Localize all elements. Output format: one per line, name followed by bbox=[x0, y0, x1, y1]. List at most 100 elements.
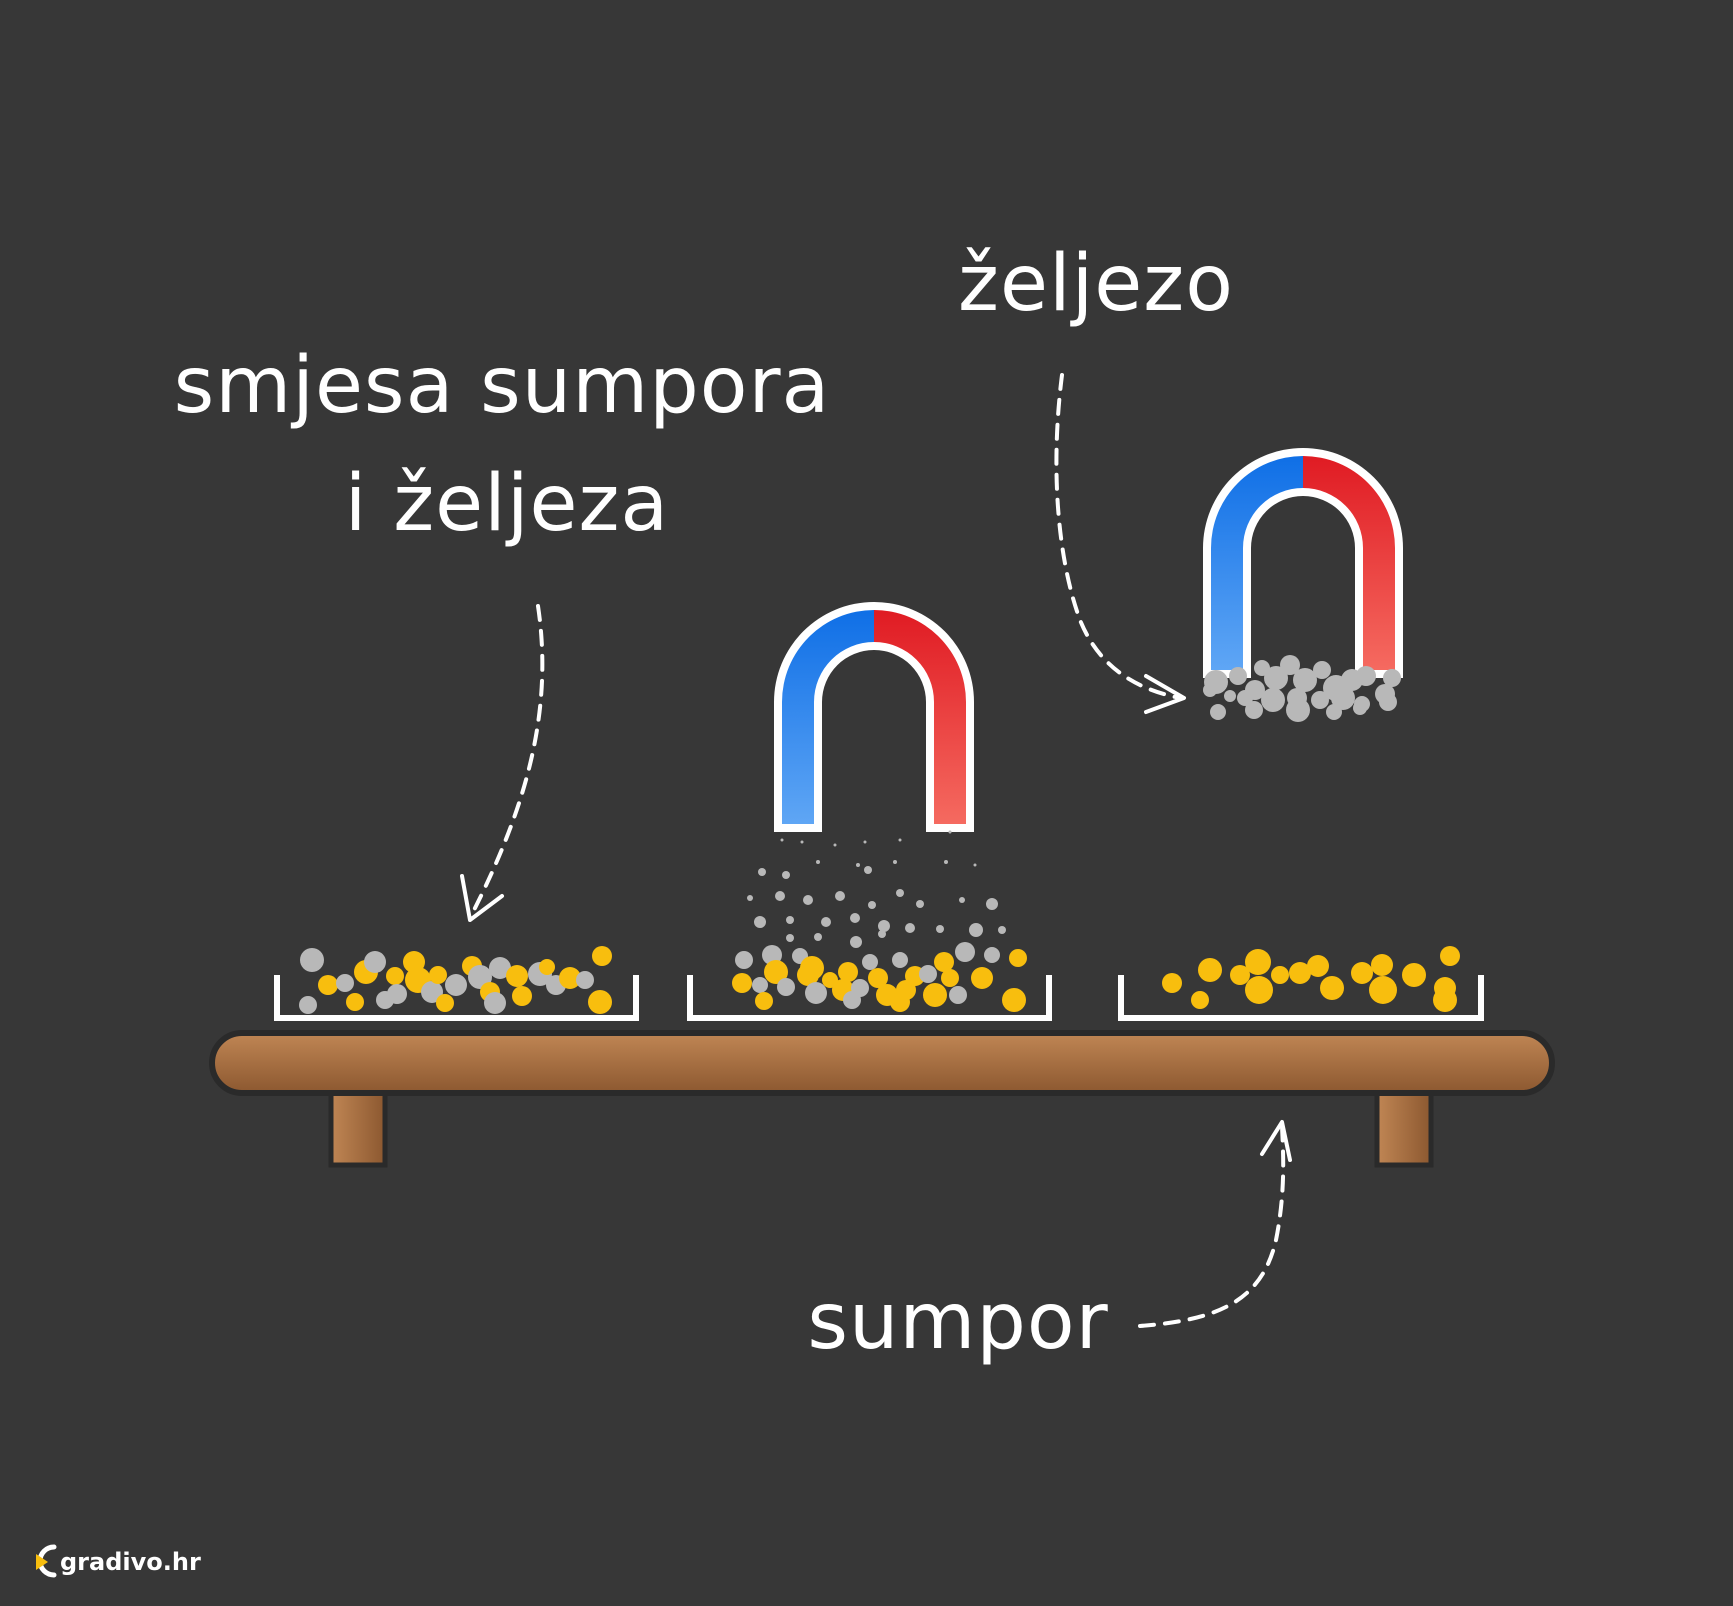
iron-particle bbox=[364, 951, 386, 973]
label-iron: željezo bbox=[958, 239, 1234, 329]
tray-sulfur bbox=[1118, 975, 1484, 1021]
sulfur-particle bbox=[1245, 949, 1271, 975]
iron-filing bbox=[948, 830, 952, 834]
iron-filing bbox=[969, 923, 983, 937]
gradivo-logo: gradivo.hr bbox=[36, 1544, 201, 1578]
sulfur-particle bbox=[588, 990, 612, 1014]
iron-particle bbox=[919, 965, 937, 983]
sulfur-particle bbox=[1009, 949, 1027, 967]
sulfur-particle bbox=[1320, 976, 1344, 1000]
sulfur-particle bbox=[436, 994, 454, 1012]
iron-filing bbox=[1379, 693, 1397, 711]
arrow-to-mixture bbox=[460, 604, 545, 922]
iron-filing bbox=[1203, 683, 1217, 697]
sulfur-particle bbox=[1433, 988, 1457, 1012]
sulfur-particle bbox=[559, 967, 581, 989]
iron-filing bbox=[835, 891, 845, 901]
iron-particle bbox=[735, 951, 753, 969]
arrow-to-sulfur bbox=[1138, 1120, 1292, 1328]
iron-filing bbox=[856, 863, 860, 867]
sulfur-particle bbox=[1271, 966, 1289, 984]
logo-text: gradivo.hr bbox=[60, 1548, 201, 1576]
iron-filing bbox=[803, 895, 813, 905]
iron-filing bbox=[850, 913, 860, 923]
sulfur-particle bbox=[1371, 954, 1393, 976]
sulfur-particle bbox=[755, 992, 773, 1010]
iron-particle bbox=[576, 971, 594, 989]
sulfur-particle bbox=[1002, 988, 1026, 1012]
iron-particle bbox=[949, 986, 967, 1004]
iron-filing bbox=[758, 868, 766, 876]
sulfur-particle bbox=[1198, 958, 1222, 982]
iron-particle bbox=[843, 991, 861, 1009]
iron-filing bbox=[833, 843, 837, 847]
sulfur-particle bbox=[539, 959, 555, 975]
sulfur-particle bbox=[506, 965, 528, 987]
tray-separation bbox=[687, 975, 1052, 1021]
iron-particle bbox=[752, 977, 768, 993]
iron-filing bbox=[816, 860, 820, 864]
iron-filing bbox=[747, 895, 753, 901]
sulfur-particle bbox=[1289, 962, 1311, 984]
iron-filing bbox=[936, 925, 944, 933]
iron-filing bbox=[898, 838, 902, 842]
tray-mixture bbox=[274, 975, 639, 1021]
sulfur-particle bbox=[890, 992, 910, 1012]
iron-filing bbox=[1356, 666, 1376, 686]
sulfur-particle bbox=[868, 968, 888, 988]
iron-filing bbox=[986, 898, 998, 910]
iron-filing bbox=[1311, 691, 1329, 709]
label-mixture-line2: i željeza bbox=[345, 459, 669, 549]
iron-filing bbox=[896, 889, 904, 897]
iron-filing bbox=[868, 901, 876, 909]
shelf bbox=[209, 1030, 1555, 1168]
iron-filing bbox=[1245, 701, 1263, 719]
sulfur-particle bbox=[1307, 955, 1329, 977]
iron-particle bbox=[892, 952, 908, 968]
sulfur-particle bbox=[512, 986, 532, 1006]
iron-filing bbox=[800, 840, 804, 844]
iron-particle bbox=[777, 978, 795, 996]
iron-filing bbox=[905, 923, 915, 933]
iron-filing bbox=[916, 900, 924, 908]
iron-filing bbox=[814, 933, 822, 941]
iron-filing bbox=[1326, 704, 1342, 720]
sulfur-particle bbox=[318, 975, 338, 995]
iron-particle bbox=[484, 992, 506, 1014]
iron-filing bbox=[1229, 667, 1247, 685]
sulfur-particle bbox=[1191, 991, 1209, 1009]
iron-filing bbox=[1210, 704, 1226, 720]
iron-particle bbox=[862, 954, 878, 970]
iron-particle bbox=[805, 982, 827, 1004]
mixture-particles bbox=[299, 946, 612, 1014]
magnet-lifting-icon bbox=[774, 602, 974, 832]
iron-filing bbox=[780, 838, 784, 842]
sulfur-particle bbox=[838, 962, 858, 982]
iron-filing bbox=[1286, 698, 1310, 722]
iron-filing bbox=[863, 840, 867, 844]
sulfur-particle bbox=[923, 983, 947, 1007]
label-sulfur: sumpor bbox=[807, 1277, 1108, 1367]
iron-particle bbox=[984, 947, 1000, 963]
iron-filing bbox=[864, 866, 872, 874]
iron-filing bbox=[786, 916, 794, 924]
sulfur-particle bbox=[592, 946, 612, 966]
gradivo-logo-icon bbox=[36, 1544, 57, 1578]
iron-filing bbox=[1237, 690, 1253, 706]
iron-filing bbox=[1261, 688, 1285, 712]
sulfur-particle bbox=[429, 966, 447, 984]
sulfur-particle bbox=[1369, 976, 1397, 1004]
iron-filing bbox=[973, 863, 977, 867]
sulfur-particle bbox=[732, 973, 752, 993]
iron-filing bbox=[1264, 666, 1288, 690]
sulfur-particle bbox=[386, 967, 404, 985]
sulfur-particles bbox=[1162, 946, 1460, 1012]
iron-filing bbox=[1224, 690, 1236, 702]
iron-filing bbox=[1254, 660, 1270, 676]
sulfur-particle bbox=[800, 956, 824, 980]
falling-iron-particles bbox=[747, 830, 1006, 948]
iron-filing bbox=[1331, 686, 1355, 710]
iron-filing bbox=[1353, 701, 1367, 715]
iron-on-magnet bbox=[1203, 655, 1401, 722]
